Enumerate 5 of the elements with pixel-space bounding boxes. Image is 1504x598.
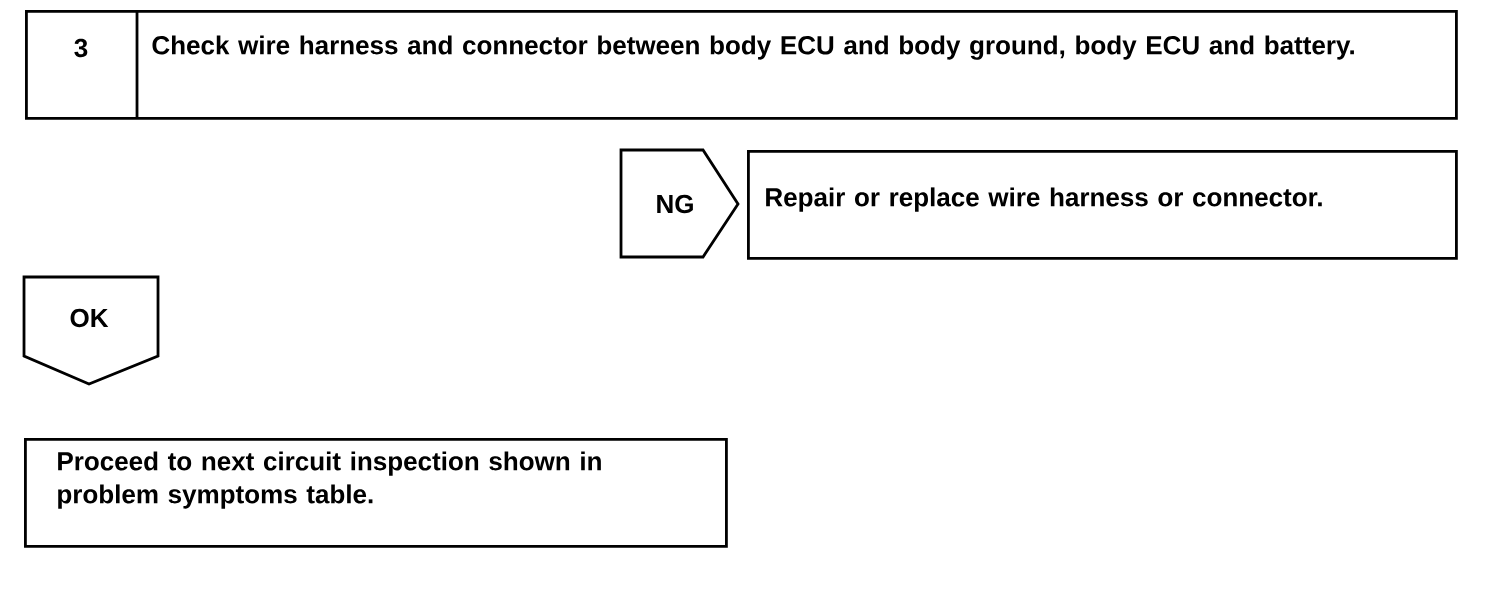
instruction-box: Repair or replace wire harness or connector. [747, 150, 1458, 260]
ok-tab: OK [22, 275, 160, 386]
step-box: 3 Check wire harness and connector between body ECU and body ground, body ECU and battery. [25, 10, 1458, 120]
instruction-box: Proceed to next circuit inspection shown in problem symptoms table. [24, 438, 728, 548]
ng-tab: NG [619, 148, 740, 259]
